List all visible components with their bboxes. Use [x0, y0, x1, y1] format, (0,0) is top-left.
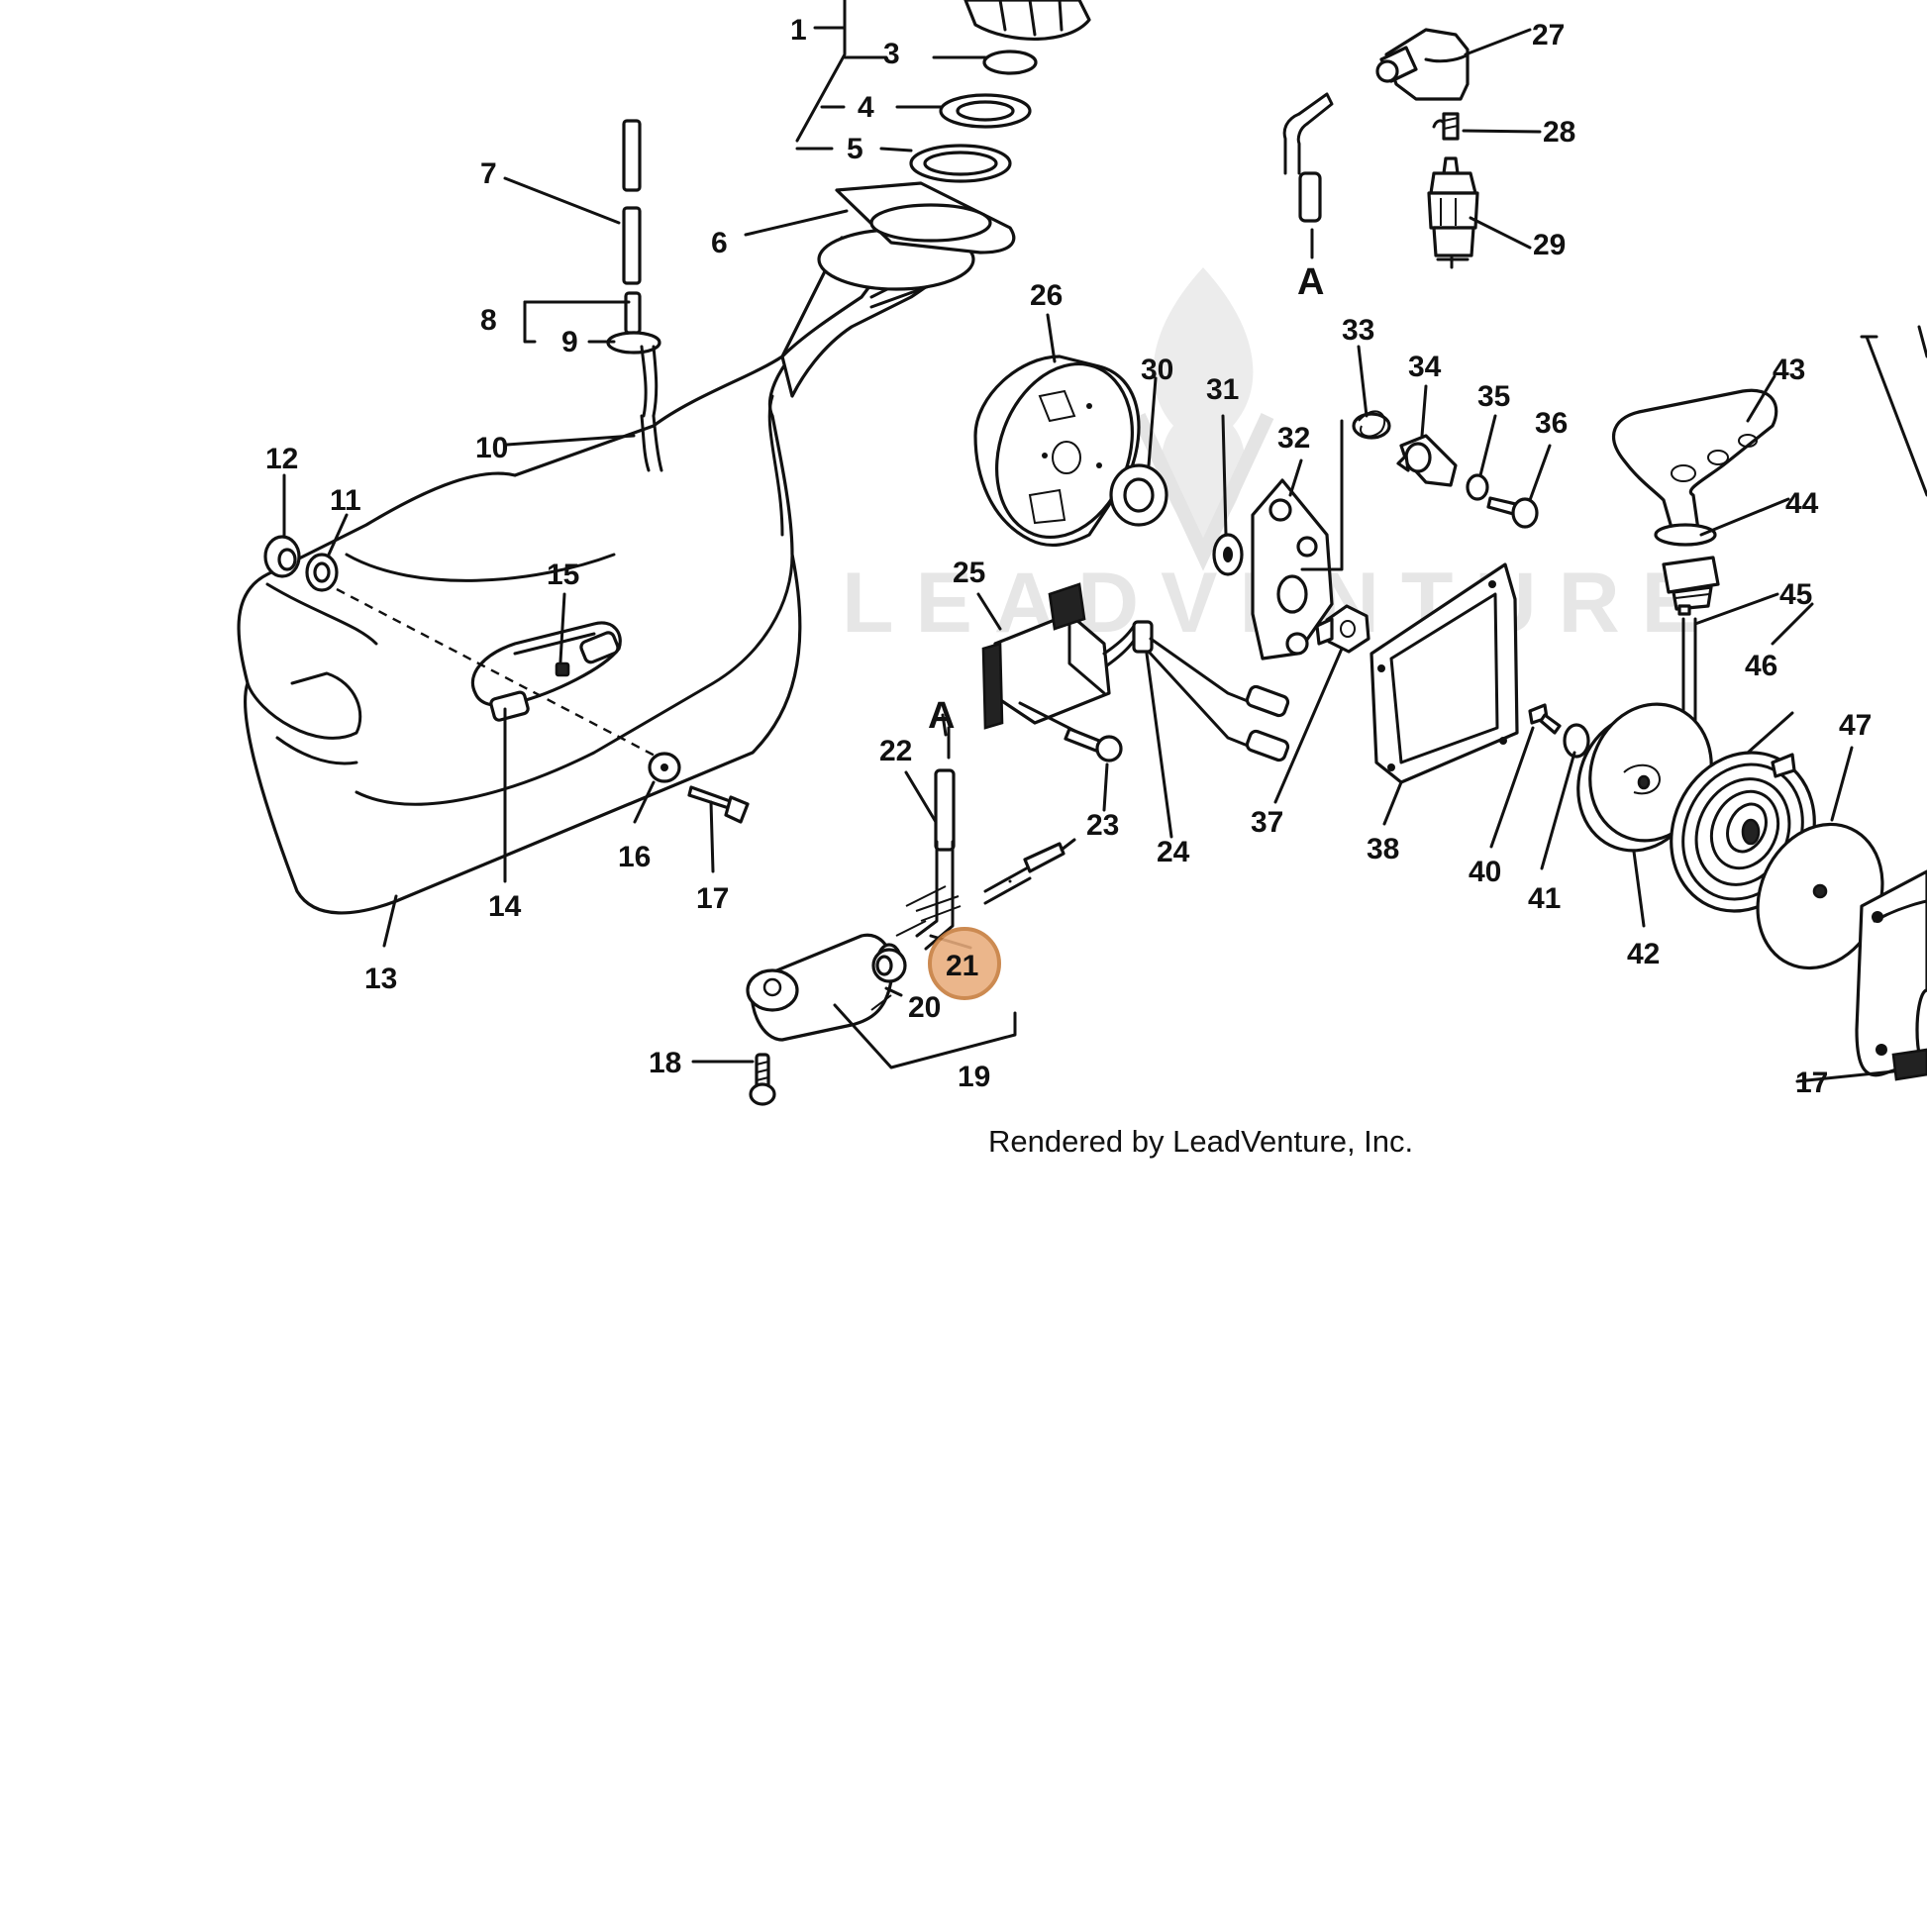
part-label-46[interactable]: 46 [1745, 650, 1777, 682]
part-label-3[interactable]: 3 [883, 38, 900, 70]
credit-text: Rendered by LeadVenture, Inc. [988, 1124, 1413, 1159]
part-label-31[interactable]: 31 [1206, 373, 1239, 406]
part-label-27[interactable]: 27 [1532, 19, 1565, 51]
part-label-29[interactable]: 29 [1533, 229, 1566, 261]
part-label-12[interactable]: 12 [265, 443, 298, 475]
part-label-47[interactable]: 47 [1839, 709, 1872, 742]
nut-part [1315, 604, 1370, 654]
flywheel-part [973, 355, 1141, 547]
part-label-1[interactable]: 1 [790, 14, 807, 47]
part-label-26[interactable]: 26 [1030, 279, 1063, 312]
part-label-6[interactable]: 6 [711, 227, 728, 259]
part-label-9[interactable]: 9 [561, 326, 578, 358]
part-label-43[interactable]: 43 [1773, 354, 1805, 386]
part-label-32[interactable]: 32 [1277, 422, 1310, 455]
ignition-module-part [981, 582, 1290, 763]
part-label-14[interactable]: 14 [488, 890, 522, 923]
part-label-44[interactable]: 44 [1785, 487, 1819, 520]
gasket-part [1369, 562, 1519, 784]
breather-tube-parts [606, 119, 663, 472]
part-label-18[interactable]: 18 [649, 1047, 681, 1079]
part-label-36[interactable]: 36 [1535, 407, 1568, 440]
part-label-19[interactable]: 19 [958, 1061, 990, 1093]
part-label-38[interactable]: 38 [1367, 833, 1399, 865]
part-label-37[interactable]: 37 [1251, 806, 1283, 839]
leader-lines [282, 0, 1927, 1083]
part-label-7[interactable]: 7 [480, 157, 497, 190]
part-label-20[interactable]: 20 [908, 991, 941, 1024]
ignition-coil-part [746, 885, 962, 1042]
spark-plug-wire-part [915, 768, 1076, 951]
washer-parts [1109, 463, 1244, 576]
part-label-4[interactable]: 4 [858, 91, 874, 124]
part-label-21[interactable]: 21 [946, 950, 978, 982]
part-labels: 1 3 4 5 6 7 8 9 10 11 12 13 14 15 16 17 … [265, 14, 1872, 1099]
part-label-8[interactable]: 8 [480, 304, 497, 337]
part-label-33[interactable]: 33 [1342, 314, 1374, 347]
part-label-13[interactable]: 13 [364, 963, 397, 995]
part-label-35[interactable]: 35 [1477, 380, 1510, 413]
part-label-40[interactable]: 40 [1469, 856, 1501, 888]
part-label-17b[interactable]: 17 [1795, 1067, 1828, 1099]
part-label-42[interactable]: 42 [1627, 938, 1660, 970]
fastener-parts-left [263, 535, 776, 1106]
part-label-5[interactable]: 5 [847, 133, 863, 165]
recoil-spring-parts [1670, 335, 1927, 1081]
starter-pulley-parts [1528, 702, 1713, 853]
part-label-15[interactable]: 15 [547, 559, 579, 591]
connector-label-a-top: A [1297, 261, 1324, 303]
part-label-28[interactable]: 28 [1543, 116, 1575, 149]
part-label-34[interactable]: 34 [1408, 351, 1442, 383]
fuel-cap-assembly [835, 0, 1091, 254]
part-label-41[interactable]: 41 [1528, 882, 1561, 915]
watermark-logo-icon [1153, 267, 1254, 540]
part-label-25[interactable]: 25 [953, 557, 985, 589]
part-label-17[interactable]: 17 [696, 882, 729, 915]
part-label-22[interactable]: 22 [879, 735, 912, 767]
part-label-11[interactable]: 11 [330, 484, 361, 517]
part-label-30[interactable]: 30 [1141, 354, 1173, 386]
connector-label-a-bottom: A [928, 695, 955, 737]
part-label-16[interactable]: 16 [618, 841, 651, 873]
part-label-10[interactable]: 10 [475, 432, 508, 464]
highlight-marker-21 [928, 927, 1001, 1000]
part-label-23[interactable]: 23 [1086, 809, 1119, 842]
mounting-plate-part [1251, 419, 1344, 661]
pawl-assembly-parts [1352, 410, 1539, 529]
spark-plug-parts [1282, 28, 1479, 269]
part-label-24[interactable]: 24 [1157, 836, 1190, 868]
part-label-45[interactable]: 45 [1779, 578, 1812, 611]
